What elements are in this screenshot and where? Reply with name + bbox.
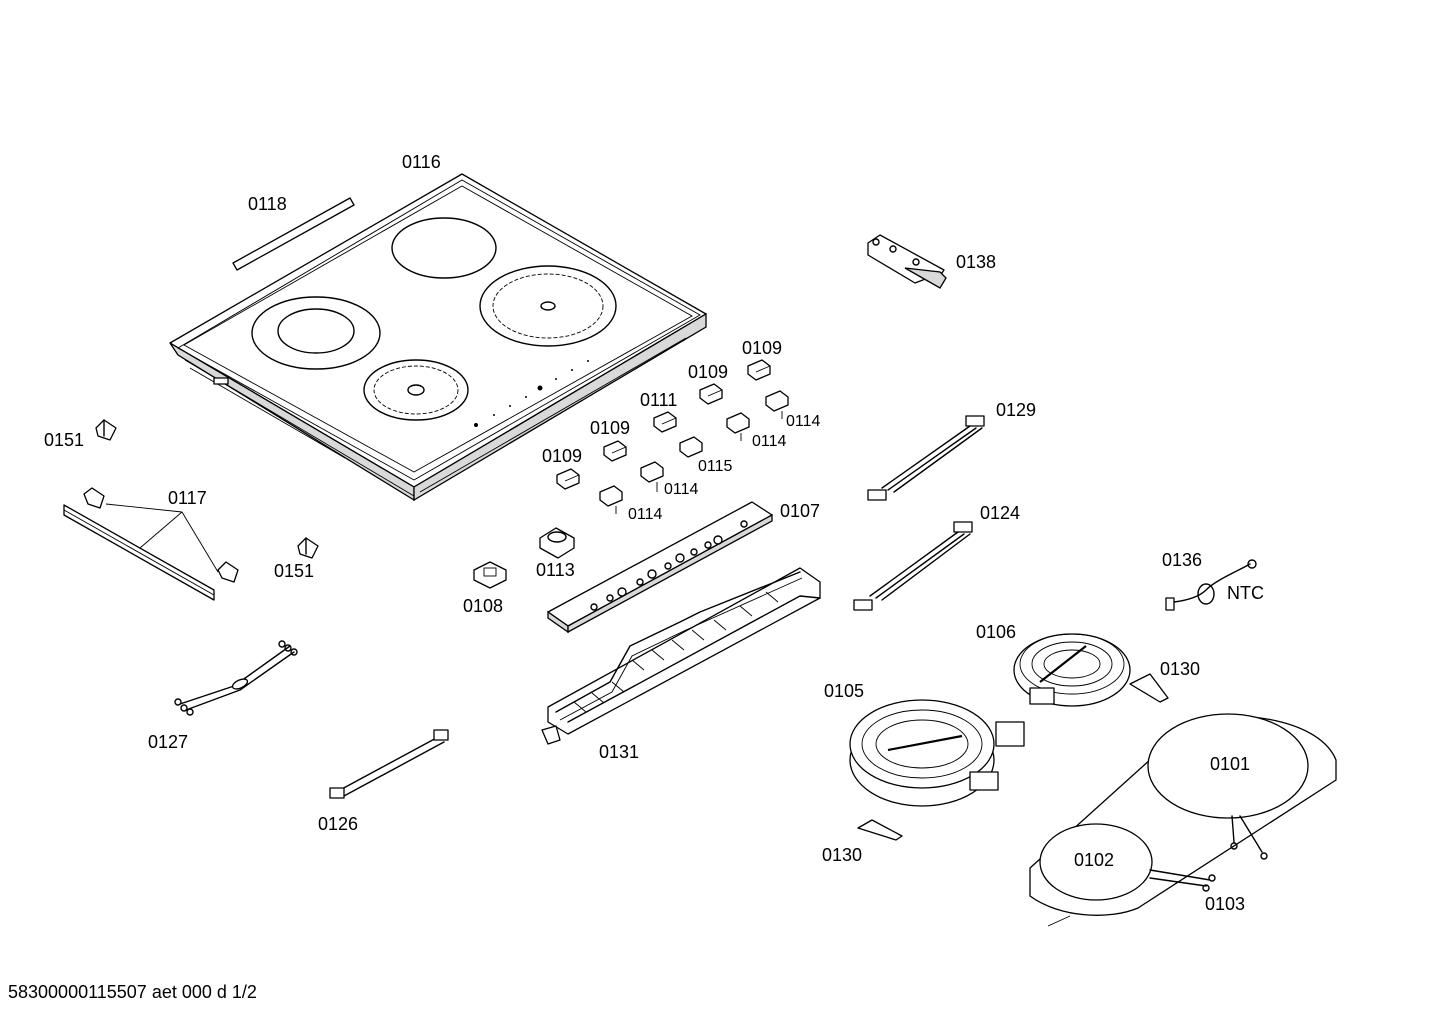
label-0101: 0101 xyxy=(1210,754,1250,774)
label-0107: 0107 xyxy=(780,501,820,521)
part-0126-cable xyxy=(329,729,449,799)
label-0118: 0118 xyxy=(248,194,287,214)
label-0109-c: 0109 xyxy=(590,418,630,438)
label-0151-a: 0151 xyxy=(44,430,84,450)
part-0131-trough xyxy=(541,567,821,745)
label-0116: 0116 xyxy=(402,152,441,172)
label-0114-c: 0114 xyxy=(664,481,699,498)
part-labels: 0116 0118 0138 0109 0109 0109 0109 0111 … xyxy=(44,152,1264,914)
part-0127-cable xyxy=(174,640,298,716)
label-0114-a: 0114 xyxy=(786,413,821,430)
part-0107-control-board xyxy=(547,501,773,634)
label-0109-d: 0109 xyxy=(542,446,582,466)
label-0114-b: 0114 xyxy=(752,433,787,450)
part-0136-ntc-sensor xyxy=(1165,559,1257,611)
part-0108-switch xyxy=(473,561,507,589)
label-0105: 0105 xyxy=(824,681,864,701)
label-0111: 0111 xyxy=(640,390,677,410)
control-buttons-group xyxy=(556,359,789,514)
label-0108: 0108 xyxy=(463,596,503,616)
part-0129-cable xyxy=(867,415,985,501)
part-0118-seal-strip xyxy=(232,197,355,271)
label-0114-d: 0114 xyxy=(628,506,663,523)
part-0116-cooktop xyxy=(169,173,707,502)
label-0129: 0129 xyxy=(996,400,1036,420)
label-0115: 0115 xyxy=(698,458,733,475)
label-0103: 0103 xyxy=(1205,894,1245,914)
label-0130-b: 0130 xyxy=(822,845,862,865)
label-0117: 0117 xyxy=(168,488,207,508)
label-0136: 0136 xyxy=(1162,550,1202,570)
label-0131: 0131 xyxy=(599,742,639,762)
part-0117-rail xyxy=(63,487,239,601)
label-0130-a: 0130 xyxy=(1160,659,1200,679)
part-0151-clip-upper xyxy=(95,419,117,441)
label-ntc: NTC xyxy=(1227,583,1264,603)
part-0138-bracket xyxy=(867,234,947,289)
label-0106: 0106 xyxy=(976,622,1016,642)
part-0151-clip-lower xyxy=(297,537,319,559)
part-0101-carrier-plate xyxy=(1029,713,1337,927)
label-0109-b: 0109 xyxy=(688,362,728,382)
label-0102: 0102 xyxy=(1074,850,1114,870)
document-id: 58300000115507 aet 000 d 1/2 xyxy=(8,982,257,1002)
part-0105-radiant-heater xyxy=(849,699,1025,807)
label-0126: 0126 xyxy=(318,814,358,834)
part-0130-clip-upper xyxy=(1129,673,1169,703)
part-0130-clip-lower xyxy=(857,819,903,841)
label-0109-a: 0109 xyxy=(742,338,782,358)
label-0138: 0138 xyxy=(956,252,996,272)
label-0127: 0127 xyxy=(148,732,188,752)
part-0106-radiant-heater xyxy=(1013,633,1131,707)
part-0113-selector xyxy=(539,527,575,559)
part-0124-cable xyxy=(853,521,973,611)
label-0113: 0113 xyxy=(536,560,575,580)
label-0151-b: 0151 xyxy=(274,561,314,581)
label-0124: 0124 xyxy=(980,503,1020,523)
